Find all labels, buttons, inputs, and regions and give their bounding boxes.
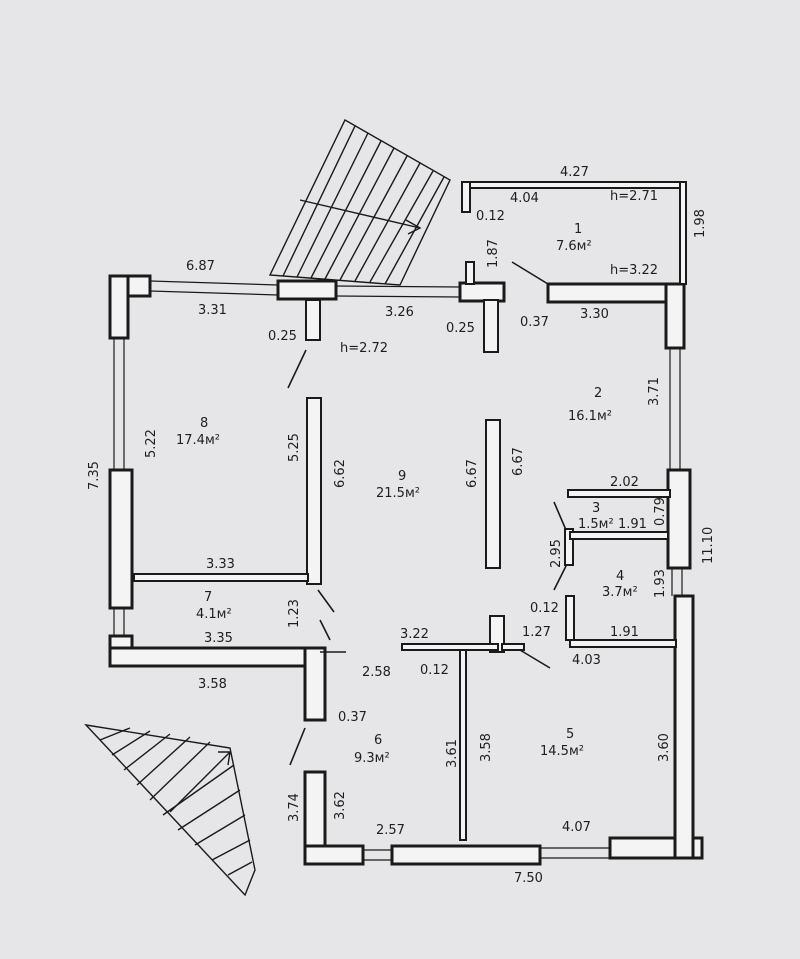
dim-1-27: 1.27 [522, 625, 551, 640]
dim-1-23: 1.23 [287, 599, 302, 628]
dim-3-74: 3.74 [287, 793, 302, 822]
dim-2-95: 2.95 [549, 539, 564, 568]
dim-2-02: 2.02 [610, 475, 639, 490]
dim-3-61: 3.61 [445, 739, 460, 768]
dim-4-03: 4.03 [572, 653, 601, 668]
room-9-number: 9 [398, 469, 406, 484]
dim-6-67-b: 6.67 [511, 447, 526, 476]
dim-0-12-b: 0.12 [530, 601, 559, 616]
dim-3-22: 3.22 [400, 627, 429, 642]
dim-0-79: 0.79 [653, 497, 668, 526]
dim-6-62: 6.62 [333, 459, 348, 488]
room-5-area: 14.5м² [540, 744, 584, 759]
outer-walls [108, 274, 704, 866]
dim-4-07: 4.07 [562, 820, 591, 835]
dim-0-37-a: 0.37 [520, 315, 549, 330]
dim-3-62: 3.62 [333, 791, 348, 820]
room-labels: 1 7.6м² h=2.71 h=3.22 2 16.1м² 3 1.5м² 4… [176, 189, 658, 766]
room-3-number: 3 [592, 501, 600, 516]
room-6-number: 6 [374, 733, 382, 748]
dim-3-30: 3.30 [580, 307, 609, 322]
interior-walls [133, 299, 677, 841]
dim-1-87: 1.87 [486, 239, 501, 268]
dim-3-58-a: 3.58 [198, 677, 227, 692]
room-8-area: 17.4м² [176, 433, 220, 448]
dim-5-22: 5.22 [144, 429, 159, 458]
room-1-number: 1 [574, 222, 582, 237]
upper-staircase [268, 119, 451, 286]
dim-7-35: 7.35 [87, 461, 102, 490]
dim-3-58-b: 3.58 [479, 733, 494, 762]
dim-7-50: 7.50 [514, 871, 543, 886]
room-7-area: 4.1м² [196, 607, 232, 622]
dim-1-91-b: 1.91 [610, 625, 639, 640]
room-8-number: 8 [200, 416, 208, 431]
room-2-number: 2 [594, 386, 602, 401]
dim-0-37-b: 0.37 [338, 710, 367, 725]
dim-1-93: 1.93 [653, 569, 668, 598]
dim-3-33: 3.33 [206, 557, 235, 572]
room-6-area: 9.3м² [354, 751, 390, 766]
dim-2-57: 2.57 [376, 823, 405, 838]
room-9-area: 21.5м² [376, 486, 420, 501]
dim-3-31: 3.31 [198, 303, 227, 318]
dimension-labels: 4.27 4.04 0.12 1.98 1.87 6.87 3.31 3.26 … [87, 165, 716, 886]
dim-0-12-a: 0.12 [476, 209, 505, 224]
dim-1-91-a: 1.91 [618, 517, 647, 532]
room-1-height: h=2.71 [610, 189, 658, 204]
dim-1-98: 1.98 [693, 209, 708, 238]
dim-4-27: 4.27 [560, 165, 589, 180]
dim-2-58: 2.58 [362, 665, 391, 680]
dim-3-71: 3.71 [647, 377, 662, 406]
dim-5-25: 5.25 [287, 433, 302, 462]
dim-6-67-a: 6.67 [465, 459, 480, 488]
dim-6-87: 6.87 [186, 259, 215, 274]
dim-0-12-c: 0.12 [420, 663, 449, 678]
room-9-height: h=2.72 [340, 341, 388, 356]
dim-3-26: 3.26 [385, 305, 414, 320]
room-4-area: 3.7м² [602, 585, 638, 600]
dim-3-60: 3.60 [657, 733, 672, 762]
dim-3-35: 3.35 [204, 631, 233, 646]
dim-0-25-b: 0.25 [446, 321, 475, 336]
room-2-area: 16.1м² [568, 409, 612, 424]
door-swings [287, 261, 567, 766]
dim-4-04: 4.04 [510, 191, 539, 206]
room-4-number: 4 [616, 569, 624, 584]
veranda-outline [461, 181, 687, 285]
lower-staircase [84, 723, 256, 897]
room-1-area: 7.6м² [556, 239, 592, 254]
room-3-area: 1.5м² [578, 517, 614, 532]
dim-0-25-a: 0.25 [268, 329, 297, 344]
room-7-number: 7 [204, 590, 212, 605]
dim-11-10: 11.10 [701, 527, 716, 564]
room-1-height-2: h=3.22 [610, 263, 658, 278]
room-5-number: 5 [566, 727, 574, 742]
